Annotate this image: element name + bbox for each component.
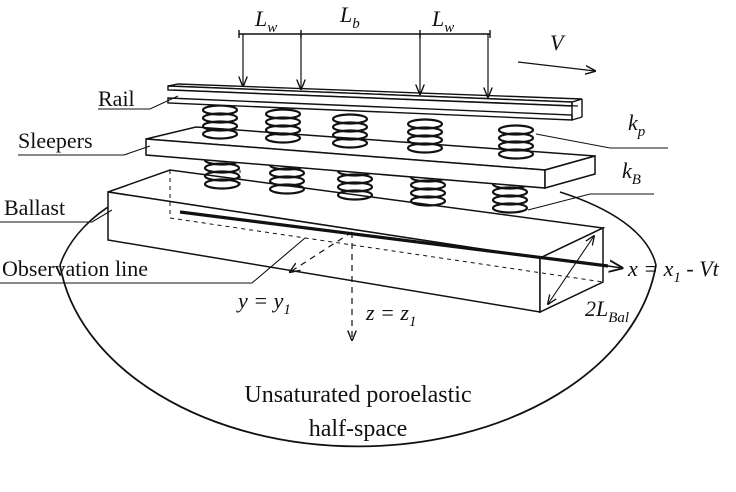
lw-left-label: Lw — [254, 6, 277, 36]
y-axis-arrow — [290, 231, 353, 272]
width-dimension — [548, 236, 594, 304]
ballast-label: Ballast — [4, 195, 65, 220]
ballast-springs — [203, 154, 529, 214]
kb-label: kB — [622, 158, 641, 188]
caption-line-2: half-space — [309, 416, 408, 442]
x-axis-label: x = x1 - Vt — [627, 256, 720, 286]
lb-label: Lb — [339, 2, 360, 32]
rail-beam — [167, 83, 583, 121]
velocity-arrow — [517, 61, 595, 71]
x-axis-arrow — [607, 266, 622, 268]
leader-lines — [0, 95, 668, 284]
axes — [179, 210, 622, 340]
z-axis-label: z = z1 — [365, 300, 416, 330]
width-label: 2LBal — [585, 296, 629, 326]
rail-label: Rail — [98, 86, 135, 111]
caption-line-1: Unsaturated poroelastic — [244, 382, 471, 408]
sleepers-label: Sleepers — [18, 128, 93, 153]
lw-right-label: Lw — [431, 6, 454, 36]
observation-line-mark — [179, 210, 609, 268]
sleeper-slab — [145, 126, 596, 189]
observation-line-label: Observation line — [2, 256, 148, 281]
half-space — [59, 191, 657, 448]
load-arrows — [243, 34, 488, 97]
velocity-label: V — [550, 30, 566, 55]
y-axis-label: y = y1 — [236, 288, 291, 318]
kp-label: kp — [628, 110, 646, 140]
